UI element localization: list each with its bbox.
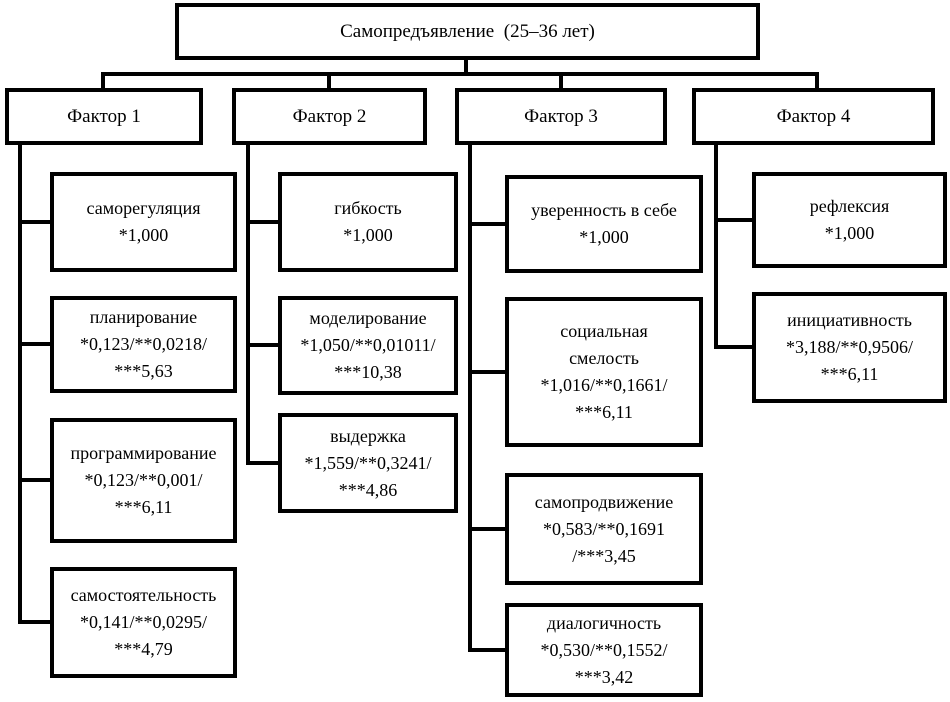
connector-f3-trunk — [468, 143, 472, 652]
node-stats: *3,188/**0,9506/ ***6,11 — [785, 337, 913, 384]
connector-f4-c2 — [714, 345, 756, 349]
connector-bus — [101, 72, 819, 76]
node-initsiativnost: инициативность *3,188/**0,9506/ ***6,11 — [752, 292, 947, 403]
node-title: саморегуляция — [86, 198, 201, 218]
node-title: выдержка — [330, 425, 406, 446]
node-title: социальная смелость — [560, 321, 648, 368]
node-factor-2: Фактор 2 — [232, 88, 427, 145]
factor-label: Фактор 3 — [524, 105, 598, 127]
connector-f3-c2 — [468, 370, 509, 374]
node-samoregulyatsiya: саморегуляция *1,000 — [50, 172, 237, 272]
node-stats: *1,000 — [343, 225, 393, 245]
node-title: планирование — [89, 307, 198, 327]
node-title: моделирование — [309, 308, 427, 328]
node-gibkost: гибкость *1,000 — [278, 172, 458, 272]
node-sotsialnaya-smelost: социальная смелость *1,016/**0,1661/ ***… — [505, 297, 703, 447]
node-title: самопродвижение — [534, 491, 674, 512]
node-programmirovanie: программирование *0,123/**0,001/ ***6,11 — [50, 418, 237, 543]
node-title: рефлексия — [809, 196, 890, 216]
node-stats: *1,050/**0,01011/ ***10,38 — [300, 335, 436, 382]
node-title: самостоятельность — [70, 585, 217, 605]
node-stats: *1,000 — [824, 223, 875, 243]
root-label: Самопредъявление (25–36 лет) — [340, 20, 595, 42]
connector-f1-c1 — [18, 220, 54, 224]
connector-f3-c1 — [468, 222, 509, 226]
node-vyderzhka: выдержка *1,559/**0,3241/ ***4,86 — [278, 413, 458, 513]
node-samoprodvizhenie: самопродвижение *0,583/**0,1691 /***3,45 — [505, 473, 703, 585]
connector-f4-stub — [815, 72, 819, 90]
node-root: Самопредъявление (25–36 лет) — [175, 3, 760, 60]
factor-label: Фактор 2 — [292, 105, 367, 127]
node-stats: *1,000 — [579, 227, 629, 247]
connector-f2-c1 — [246, 220, 282, 224]
node-title: диалогичность — [546, 612, 662, 633]
node-title: гибкость — [334, 198, 402, 218]
node-stats: *1,016/**0,1661/ ***6,11 — [540, 375, 668, 422]
node-dialogichnost: диалогичность *0,530/**0,1552/ ***3,42 — [505, 603, 703, 697]
node-planirovanie: планирование *0,123/**0,0218/ ***5,63 — [50, 296, 237, 393]
node-title: инициативность — [787, 310, 912, 330]
connector-root-stub — [464, 58, 468, 76]
connector-f2-c3 — [246, 461, 282, 465]
connector-f1-stub — [101, 72, 105, 90]
connector-f1-c3 — [18, 478, 54, 482]
node-stats: *1,559/**0,3241/ ***4,86 — [304, 452, 432, 500]
node-stats: *0,123/**0,001/ ***6,11 — [84, 470, 203, 517]
node-samostoyatelnost: самостоятельность *0,141/**0,0295/ ***4,… — [50, 567, 237, 678]
node-uverennost-v-sebe: уверенность в себе *1,000 — [505, 175, 703, 273]
connector-f1-c4 — [18, 620, 54, 624]
node-refleksiya: рефлексия *1,000 — [752, 172, 947, 268]
node-title: программирование — [70, 443, 217, 463]
node-stats: *0,583/**0,1691 /***3,45 — [542, 518, 665, 566]
node-stats: *1,000 — [118, 225, 169, 245]
node-stats: *0,141/**0,0295/ ***4,79 — [79, 612, 207, 659]
node-stats: *0,123/**0,0218/ ***5,63 — [79, 334, 207, 381]
connector-f2-trunk — [246, 143, 250, 465]
node-title: уверенность в себе — [531, 200, 677, 220]
connector-f3-stub — [559, 72, 563, 90]
node-factor-4: Фактор 4 — [692, 88, 935, 145]
connector-f2-stub — [327, 72, 331, 90]
factor-label: Фактор 4 — [776, 105, 851, 127]
connector-f4-c1 — [714, 218, 756, 222]
node-modelirovanie: моделирование *1,050/**0,01011/ ***10,38 — [278, 296, 458, 395]
connector-f4-trunk — [714, 143, 718, 349]
connector-f1-trunk — [18, 143, 22, 624]
connector-f3-c3 — [468, 527, 509, 531]
node-factor-3: Фактор 3 — [455, 88, 667, 145]
factor-label: Фактор 1 — [67, 105, 141, 127]
node-factor-1: Фактор 1 — [5, 88, 203, 145]
node-stats: *0,530/**0,1552/ ***3,42 — [540, 639, 668, 687]
connector-f2-c2 — [246, 343, 282, 347]
connector-f1-c2 — [18, 342, 54, 346]
connector-f3-c4 — [468, 648, 509, 652]
